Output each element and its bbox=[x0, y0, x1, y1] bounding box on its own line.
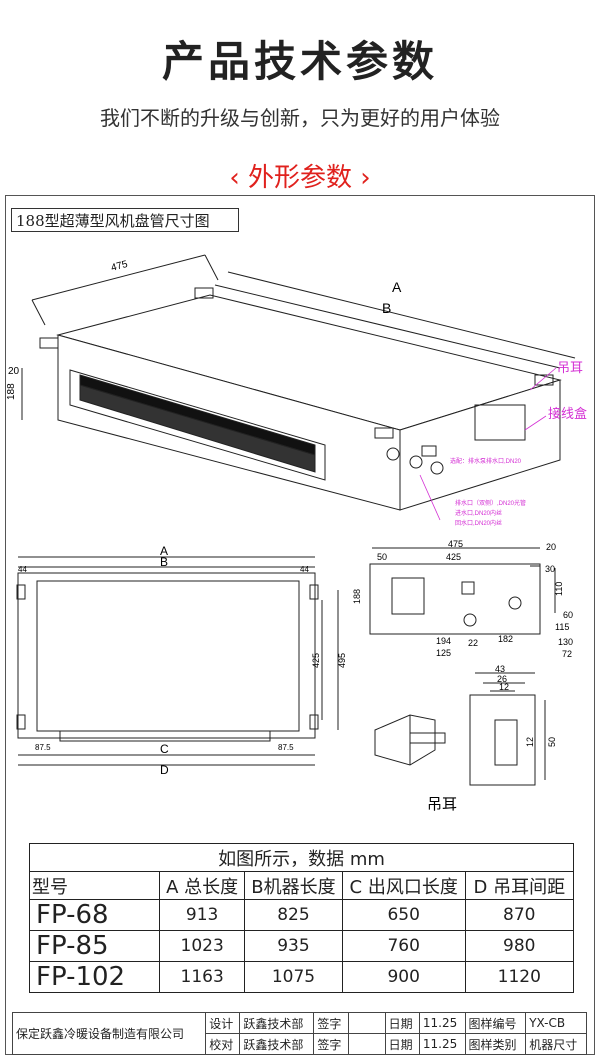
title-block-cell: 设计 bbox=[205, 1012, 241, 1034]
model-cell: FP-68 bbox=[28, 899, 161, 931]
side-dim-425: 425 bbox=[446, 552, 461, 562]
isometric-view: 475 A B 20 188 吊耳 接线盒 选配：排水泵排水口,DN20 排水口… bbox=[6, 254, 587, 527]
header-model: 型号 bbox=[28, 871, 161, 900]
title-block-cell: 签字 bbox=[313, 1012, 349, 1034]
title-block-cell: YX-CB bbox=[525, 1012, 587, 1034]
side-dim-115: 115 bbox=[555, 622, 569, 632]
top-view: A B C D 44 44 87.5 87.5 425 495 bbox=[16, 545, 347, 775]
header-total-length: A 总长度 bbox=[159, 871, 246, 900]
top-dim-44-right: 44 bbox=[300, 565, 309, 574]
table-row: FP-85 1023 935 760 980 bbox=[28, 930, 575, 962]
title-block-cell: 11.25 bbox=[418, 1012, 466, 1034]
page-subtitle: 我们不断的升级与创新，只为更好的用户体验 bbox=[100, 106, 500, 130]
section-title-text: 外形参数 bbox=[247, 163, 352, 193]
iso-dim-188: 188 bbox=[6, 383, 17, 400]
title-block-cell bbox=[347, 1012, 386, 1034]
header-outlet-length: C 出风口长度 bbox=[341, 871, 466, 900]
side-dim-50: 50 bbox=[377, 552, 387, 562]
pipe-note-1: 选配：排水泵排水口,DN20 bbox=[450, 457, 522, 465]
side-view: 475 425 50 20 30 188 110 60 115 130 72 1… bbox=[352, 539, 573, 659]
page-title: 产品技术参数 bbox=[161, 37, 438, 86]
title-block-cell: 11.25 bbox=[418, 1033, 466, 1055]
title-block-cell: 签字 bbox=[313, 1033, 349, 1055]
pipe-note-3: 进水口,DN20内丝 bbox=[455, 509, 502, 517]
iso-dim-a: A bbox=[392, 279, 402, 295]
side-dim-22: 22 bbox=[468, 638, 478, 648]
lug-dim-26: 26 bbox=[497, 674, 507, 684]
terminal-box-callout: 接线盒 bbox=[548, 406, 587, 421]
pipe-note-2: 排水口（双侧）,DN20光管 bbox=[455, 499, 526, 507]
outlet-length-cell: 760 bbox=[341, 930, 466, 962]
total-length-cell: 913 bbox=[159, 899, 246, 931]
total-length-cell: 1163 bbox=[159, 961, 246, 993]
machine-length-cell: 825 bbox=[244, 899, 343, 931]
lug-dim-12: 12 bbox=[499, 682, 509, 692]
chevron-right-icon: › bbox=[360, 163, 371, 193]
lug-spacing-cell: 980 bbox=[464, 930, 575, 962]
top-dim-875-left: 87.5 bbox=[35, 743, 51, 752]
top-dim-495: 495 bbox=[337, 653, 347, 668]
header-machine-length: B机器长度 bbox=[244, 871, 343, 900]
pipe-note-4: 回水口,DN20内丝 bbox=[455, 519, 502, 527]
drawing-title: 188型超薄型风机盘管尺寸图 bbox=[11, 208, 239, 232]
title-block-cell: 跃鑫技术部 bbox=[239, 1033, 315, 1055]
title-block-cell: 跃鑫技术部 bbox=[239, 1012, 315, 1034]
model-cell: FP-102 bbox=[28, 961, 161, 993]
title-block-cell: 日期 bbox=[384, 1033, 420, 1055]
iso-dim-20: 20 bbox=[8, 366, 20, 377]
side-dim-20: 20 bbox=[546, 542, 556, 552]
title-block-cell: 机器尺寸 bbox=[525, 1033, 587, 1055]
model-cell: FP-85 bbox=[28, 930, 161, 962]
side-dim-194: 194 bbox=[436, 636, 451, 646]
top-dim-c: C bbox=[160, 742, 169, 756]
machine-length-cell: 935 bbox=[244, 930, 343, 962]
iso-dim-475: 475 bbox=[110, 259, 129, 274]
outlet-length-cell: 900 bbox=[341, 961, 466, 993]
side-dim-30: 30 bbox=[545, 564, 555, 574]
title-block-cell: 日期 bbox=[384, 1012, 420, 1034]
top-dim-a: A bbox=[160, 545, 168, 558]
iso-dim-b: B bbox=[382, 300, 391, 316]
lug-label: 吊耳 bbox=[427, 796, 457, 813]
chevron-left-icon: ‹ bbox=[229, 163, 240, 193]
title-block-cell: 图样类别 bbox=[464, 1033, 527, 1055]
header-lug-spacing: D 吊耳间距 bbox=[464, 871, 575, 900]
side-dim-188: 188 bbox=[352, 589, 362, 604]
top-dim-425: 425 bbox=[311, 653, 321, 668]
machine-length-cell: 1075 bbox=[244, 961, 343, 993]
side-dim-60: 60 bbox=[563, 610, 573, 620]
title-block-cell: 校对 bbox=[205, 1033, 241, 1055]
lug-dim-50: 50 bbox=[547, 737, 557, 747]
top-dim-d: D bbox=[160, 763, 169, 775]
table-row: FP-68 913 825 650 870 bbox=[28, 899, 575, 931]
table-header-row: 型号 A 总长度 B机器长度 C 出风口长度 D 吊耳间距 bbox=[28, 871, 575, 900]
lug-dim-12-vertical: 12 bbox=[525, 737, 535, 747]
outlet-length-cell: 650 bbox=[341, 899, 466, 931]
top-dim-b: B bbox=[160, 555, 168, 569]
company-name: 保定跃鑫冷暖设备制造有限公司 bbox=[11, 1012, 207, 1055]
table-row: FP-102 1163 1075 900 1120 bbox=[28, 961, 575, 993]
lug-callout: 吊耳 bbox=[557, 360, 583, 375]
section-title: ‹ 外形参数 › bbox=[0, 157, 600, 194]
side-dim-475: 475 bbox=[448, 539, 463, 549]
side-dim-72: 72 bbox=[562, 649, 572, 659]
lug-dim-43: 43 bbox=[495, 665, 505, 674]
side-dim-130: 130 bbox=[558, 637, 573, 647]
side-dim-182: 182 bbox=[498, 634, 513, 644]
table-caption: 如图所示，数据 mm bbox=[29, 843, 574, 872]
lug-view: 43 26 12 12 50 吊耳 bbox=[374, 665, 557, 813]
total-length-cell: 1023 bbox=[159, 930, 246, 962]
top-dim-44-left: 44 bbox=[18, 565, 27, 574]
top-dim-875-right: 87.5 bbox=[278, 743, 294, 752]
side-dim-125: 125 bbox=[436, 648, 451, 658]
lug-spacing-cell: 870 bbox=[464, 899, 575, 931]
spec-table: 如图所示，数据 mm 型号 A 总长度 B机器长度 C 出风口长度 D 吊耳间距… bbox=[28, 843, 575, 993]
title-block: 保定跃鑫冷暖设备制造有限公司 设计 跃鑫技术部 签字 日期 11.25 图样编号… bbox=[11, 1012, 587, 1055]
title-block-cell bbox=[347, 1033, 386, 1055]
title-block-cell: 图样编号 bbox=[464, 1012, 527, 1034]
side-dim-110: 110 bbox=[554, 582, 564, 596]
lug-spacing-cell: 1120 bbox=[464, 961, 575, 993]
